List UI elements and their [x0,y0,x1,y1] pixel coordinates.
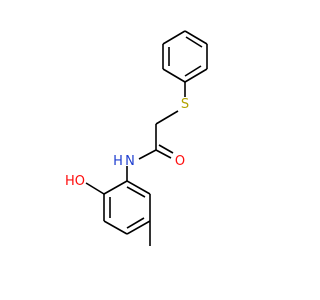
phenyl-ring [162,30,208,83]
bond [184,68,208,83]
molecule-diagram: S O N H HO [65,30,208,246]
bond [126,180,151,195]
bond [155,149,172,159]
double-bond-inner [184,65,202,77]
double-bond-inner [158,144,174,154]
bond [138,149,157,160]
methylphenol-ring [103,180,151,235]
hydroxyl-label: HO [65,174,85,189]
bond [184,30,208,45]
bond [162,30,186,45]
bond [103,220,128,235]
bond [126,220,151,235]
bond [85,182,105,195]
nitrogen-label: N [125,154,135,169]
bond [155,110,179,125]
double-bond-inner [126,186,146,198]
bond [162,68,186,83]
carbonyl-oxygen-label: O [175,154,185,169]
double-bond-inner [185,36,203,48]
double-bond-inner [126,217,145,229]
bond [103,180,128,195]
nitrogen-hydrogen-label: H [113,154,123,169]
sulfur-label: S [181,97,189,112]
